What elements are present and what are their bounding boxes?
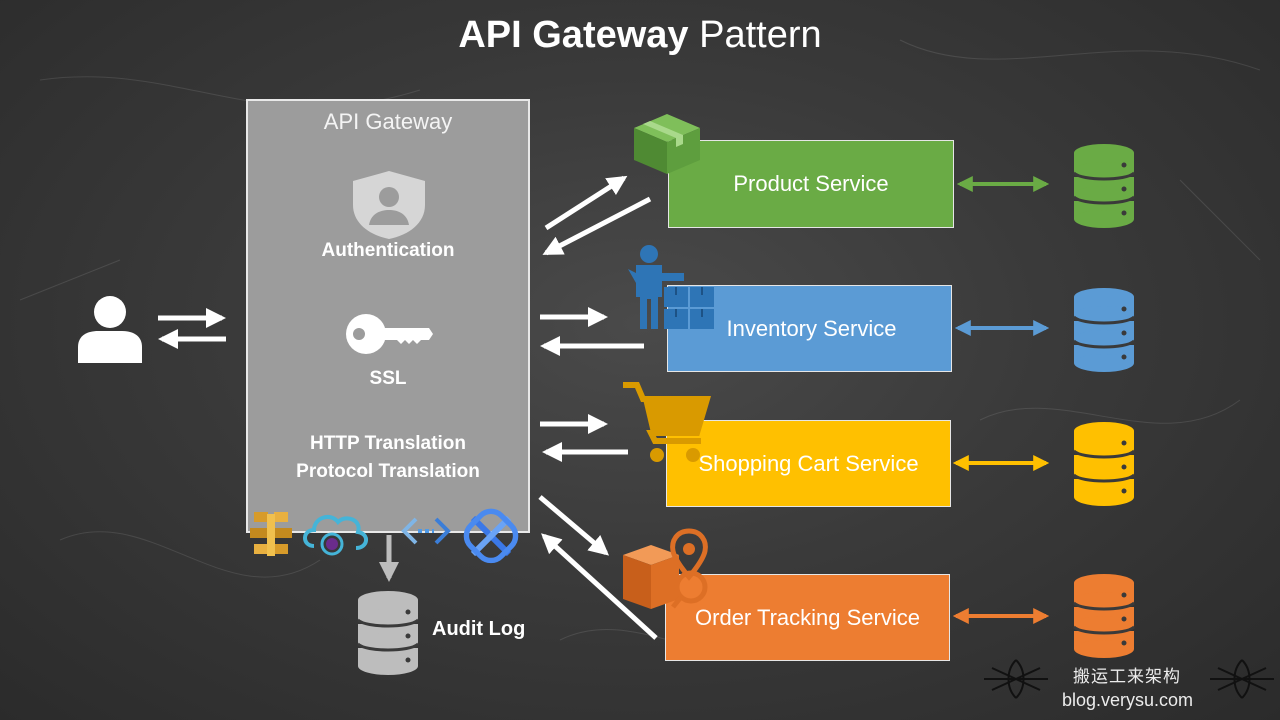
page-title: API Gateway Pattern — [0, 14, 1280, 57]
watermark-ornament-left — [984, 659, 1048, 699]
code-exchange-icon — [401, 517, 451, 545]
ssl-label: SSL — [369, 368, 407, 389]
key-icon — [346, 314, 433, 354]
apigee-icon — [463, 508, 519, 564]
order-tracking-service-box: Order Tracking Service — [665, 574, 950, 661]
shopping-cart-service-label: Shopping Cart Service — [698, 450, 919, 476]
cart-icon — [623, 382, 712, 462]
inventory-database-icon — [1072, 288, 1136, 372]
watermark-url: blog.verysu.com — [1062, 690, 1194, 710]
title-regular: Pattern — [699, 14, 822, 56]
order-tracking-database-icon — [1072, 574, 1136, 658]
inventory-service-box: Inventory Service — [667, 285, 952, 372]
box-icon — [634, 114, 700, 174]
audit-database-icon — [356, 591, 420, 675]
gateway-title: API Gateway — [323, 109, 453, 134]
package-location-icon — [623, 528, 708, 609]
protocol-translation-label: Protocol Translation — [296, 461, 480, 482]
worker-icon — [628, 245, 714, 329]
product-service-box: Product Service — [668, 140, 954, 228]
inventory-service-label: Inventory Service — [726, 315, 897, 341]
api-gateway-box: API Gateway Authentication SSL HTTP Tran… — [246, 99, 530, 533]
title-bold: API Gateway — [458, 14, 689, 56]
shopping-cart-service-box: Shopping Cart Service — [666, 420, 951, 507]
api-management-icon — [250, 512, 292, 556]
http-translation-label: HTTP Translation — [310, 433, 466, 454]
watermark-text: 搬运工来架构 — [1073, 667, 1181, 686]
shopping-cart-database-icon — [1072, 422, 1136, 506]
user-icon — [78, 296, 142, 363]
shield-user-icon — [353, 171, 425, 239]
audit-log-label: Audit Log — [432, 618, 526, 640]
product-database-icon — [1072, 144, 1136, 228]
watermark-ornament-right — [1210, 659, 1274, 699]
product-service-label: Product Service — [733, 171, 889, 196]
order-tracking-service-label: Order Tracking Service — [695, 604, 920, 630]
cloud-endpoint-icon — [303, 514, 368, 556]
auth-label: Authentication — [321, 240, 455, 261]
